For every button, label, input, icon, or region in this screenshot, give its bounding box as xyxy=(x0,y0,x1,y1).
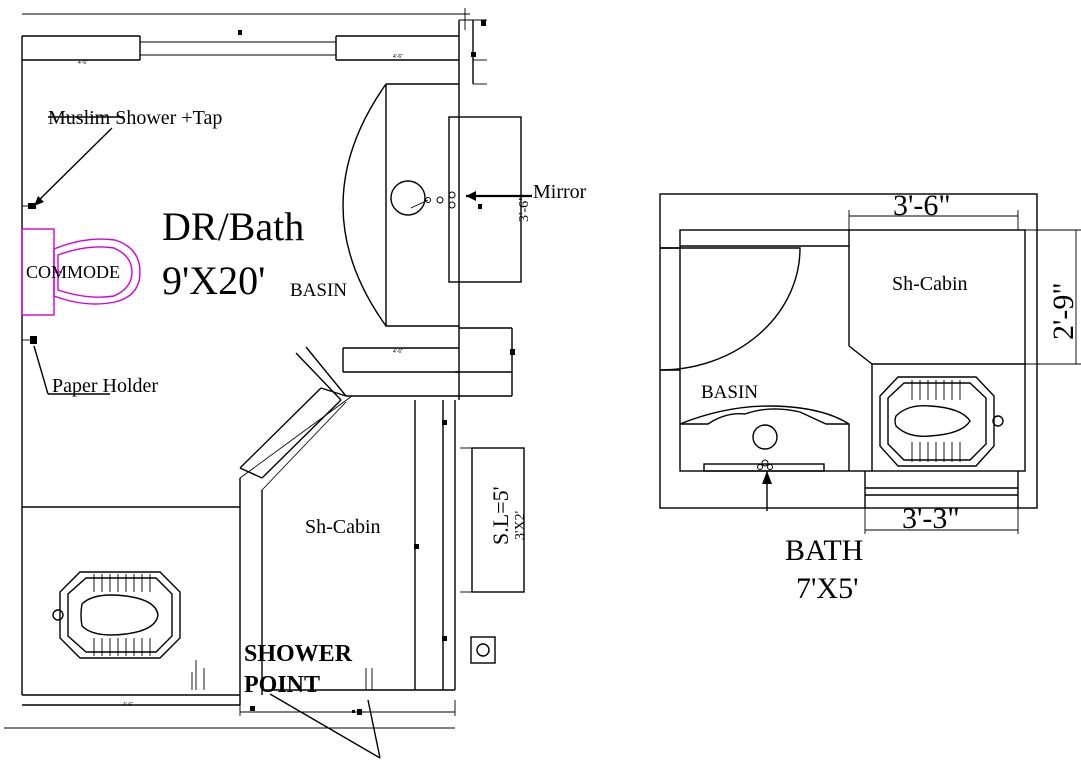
right-dimensions xyxy=(848,210,1081,534)
right-plan-walls xyxy=(659,193,1038,509)
commode-label: COMMODE xyxy=(26,262,120,282)
basin-counter xyxy=(342,83,532,327)
mirror-frame xyxy=(448,116,522,283)
left-plan: 4'-6" 4'-6" 4'-6" 4'-6" xyxy=(4,8,587,759)
room-name: DR/Bath xyxy=(162,204,304,249)
right-floor-toilet xyxy=(879,376,1004,467)
left-plan-walls: 4'-6" 4'-6" 4'-6" 4'-6" xyxy=(4,8,525,729)
window-dimension: 3'X2' xyxy=(513,511,528,540)
left-floor-toilet xyxy=(52,571,205,690)
muslim-shower-fixture xyxy=(22,127,113,209)
commode-fixture xyxy=(21,228,141,316)
basin-bowl xyxy=(390,180,426,216)
right-sh-cabin-label: Sh-Cabin xyxy=(892,273,968,295)
paper-holder-label: Paper Holder xyxy=(52,375,158,397)
room-size: 9'X20' xyxy=(162,258,265,303)
dimension-bottom: 3'-3" xyxy=(902,502,960,535)
right-basin-label: BASIN xyxy=(701,382,758,403)
bath-size: 7'X5' xyxy=(796,572,858,605)
svg-text:4'-6": 4'-6" xyxy=(78,60,88,66)
svg-text:4'-6": 4'-6" xyxy=(393,349,403,355)
bath-title: BATH xyxy=(785,534,863,567)
right-plan: Sh-Cabin BASIN 3'-6" 2'-9" 3'-3" BATH 7'… xyxy=(659,189,1081,605)
paper-holder-fixture xyxy=(22,336,110,395)
right-basin xyxy=(679,405,850,511)
right-door-swing xyxy=(659,247,801,371)
dimension-right: 2'-9" xyxy=(1047,282,1080,340)
basin-label: BASIN xyxy=(290,280,347,301)
mirror-label: Mirror xyxy=(533,181,587,203)
shower-level-label: S.L=5' xyxy=(488,486,513,545)
shower-point-line1: SHOWER xyxy=(244,641,353,667)
shower-point-pointer xyxy=(269,668,381,759)
muslim-shower-label: Muslim Shower +Tap xyxy=(48,107,222,129)
mirror-dimension: 3'-6" xyxy=(517,195,532,222)
svg-text:4'-6": 4'-6" xyxy=(123,702,133,708)
shower-point-line2: POINT xyxy=(244,672,320,698)
svg-text:4'-6": 4'-6" xyxy=(393,54,403,60)
sh-cabin-label: Sh-Cabin xyxy=(305,516,381,538)
dimension-top: 3'-6" xyxy=(893,189,951,222)
